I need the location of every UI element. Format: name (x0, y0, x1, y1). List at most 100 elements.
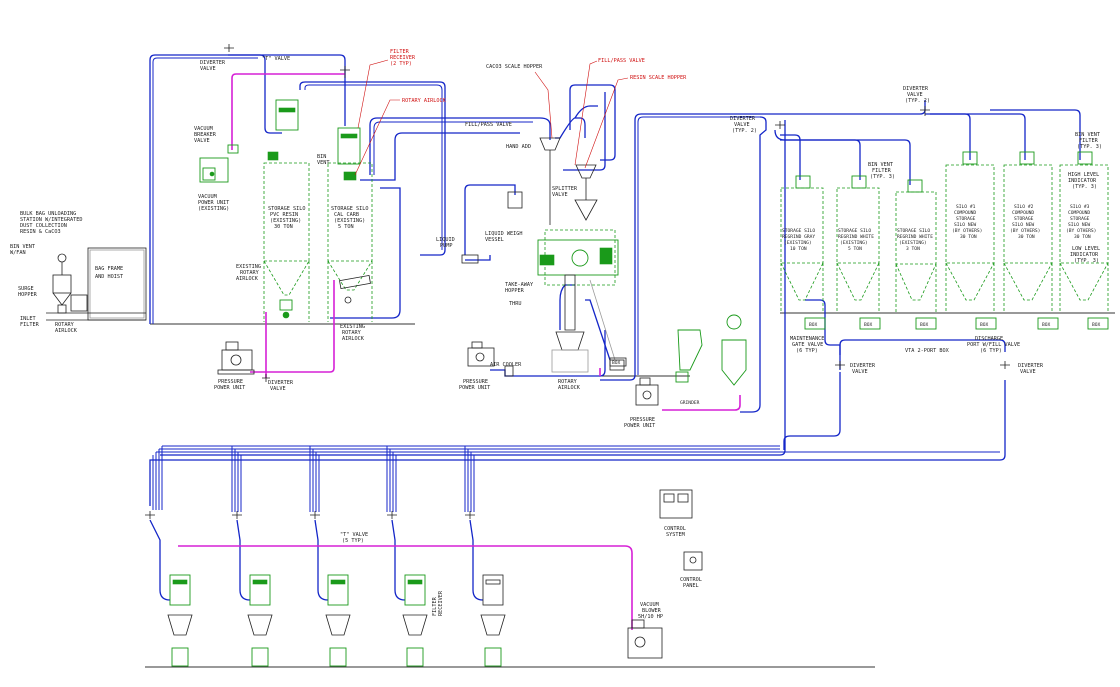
svg-text:DIVERTER: DIVERTER (730, 116, 756, 122)
grinder-area (635, 314, 747, 406)
drop-lines-station-4 (386, 446, 397, 512)
svg-text:THRU: THRU (509, 301, 522, 307)
svg-text:PRESSURE: PRESSURE (630, 417, 655, 423)
svg-text:RESIN SCALE HOPPER: RESIN SCALE HOPPER (630, 75, 687, 81)
svg-text:COMPOUND: COMPOUND (1012, 210, 1034, 216)
svg-text:VENT: VENT (317, 160, 330, 166)
callouts-left: FILTER RECEIVER (2 TYP) ROTARY AIRLOCK (354, 49, 447, 176)
svg-text:CONTROL: CONTROL (664, 526, 686, 532)
right-silos (780, 151, 1109, 330)
svg-text:RESIN & CaCO3: RESIN & CaCO3 (20, 229, 61, 235)
svg-text:(EXISTING): (EXISTING) (840, 240, 868, 246)
svg-text:30 TON: 30 TON (960, 234, 977, 240)
svg-text:FILL/PASS VALVE: FILL/PASS VALVE (598, 58, 645, 64)
svg-text:CAL CARB: CAL CARB (334, 212, 359, 218)
svg-text:GRINDER: GRINDER (680, 400, 700, 406)
svg-text:ROTARY: ROTARY (558, 379, 578, 385)
svg-text:ROTARY: ROTARY (55, 322, 75, 328)
vacuum-blower (627, 619, 663, 659)
svg-text:VACUUM: VACUUM (198, 194, 217, 200)
svg-text:BIN VENT: BIN VENT (868, 162, 893, 168)
svg-text:(BY OTHERS): (BY OTHERS) (1066, 228, 1096, 234)
svg-text:SPLITTER: SPLITTER (552, 186, 578, 192)
drop-lines-station-5 (464, 446, 475, 512)
svg-text:SILO #2: SILO #2 (1014, 204, 1034, 210)
svg-text:BIN VENT: BIN VENT (1075, 132, 1100, 138)
svg-text:HOPPER: HOPPER (505, 288, 525, 294)
svg-text:SILO NEW: SILO NEW (1012, 222, 1034, 228)
svg-text:(TYP. 3): (TYP. 3) (1077, 144, 1102, 150)
svg-text:VALVE: VALVE (734, 122, 750, 128)
svg-text:VALVE: VALVE (852, 369, 868, 375)
drop-lines-station-2 (231, 446, 242, 512)
box-labels: BOX BOX BOX BOX BOX BOX (809, 322, 1101, 328)
svg-text:CONTROL: CONTROL (680, 577, 702, 583)
svg-text:STORAGE: STORAGE (956, 216, 976, 222)
svg-text:COMPOUND: COMPOUND (1068, 210, 1090, 216)
svg-text:INDICATOR: INDICATOR (1068, 178, 1097, 184)
svg-text:PUMP: PUMP (440, 243, 453, 249)
bulk-bag-station (46, 247, 147, 321)
station-1 (167, 574, 193, 667)
svg-text:PANEL: PANEL (683, 583, 699, 589)
right-silo-labels: STORAGE SILO REGRIND GRAY (EXISTING) 10 … (730, 86, 1102, 375)
svg-text:POWER UNIT: POWER UNIT (459, 385, 490, 391)
svg-text:STORAGE: STORAGE (1070, 216, 1090, 222)
svg-text:HIGH LEVEL: HIGH LEVEL (1068, 172, 1099, 178)
svg-text:DIVERTER: DIVERTER (268, 380, 294, 386)
svg-text:BOX: BOX (920, 322, 929, 328)
svg-text:REGRIND WHITE: REGRIND WHITE (897, 234, 933, 240)
svg-text:W/FAN: W/FAN (10, 250, 26, 256)
svg-text:PRESSURE: PRESSURE (463, 379, 488, 385)
svg-text:POWER UNIT: POWER UNIT (214, 385, 245, 391)
svg-text:PRESSURE: PRESSURE (218, 379, 243, 385)
silo-pvc-resin (263, 99, 310, 322)
svg-text:ROTARY: ROTARY (240, 270, 260, 276)
svg-text:STORAGE SILO: STORAGE SILO (331, 206, 368, 212)
svg-text:SILO #3: SILO #3 (1070, 204, 1090, 210)
svg-text:(EXISTING): (EXISTING) (784, 240, 812, 246)
svg-text:(TYP. 3): (TYP. 3) (870, 174, 895, 180)
svg-text:BOX: BOX (1042, 322, 1051, 328)
svg-text:BREAKER: BREAKER (194, 132, 217, 138)
station-4 (402, 574, 428, 667)
svg-text:BOX: BOX (1092, 322, 1101, 328)
svg-text:(TYP. 3): (TYP. 3) (1072, 184, 1097, 190)
svg-text:3 TON: 3 TON (906, 246, 920, 252)
svg-text:STATION W/INTEGRATED: STATION W/INTEGRATED (20, 217, 82, 223)
svg-text:GATE VALVE: GATE VALVE (792, 342, 823, 348)
svg-text:DIVERTER: DIVERTER (200, 60, 226, 66)
svg-text:INLET: INLET (20, 316, 36, 322)
svg-text:ROTARY AIRLOCK: ROTARY AIRLOCK (402, 98, 447, 104)
svg-text:(TYP. 2): (TYP. 2) (732, 128, 757, 134)
conveying-lines (149, 54, 1081, 601)
station-2 (247, 574, 273, 667)
svg-text:CACO3 SCALE HOPPER: CACO3 SCALE HOPPER (486, 64, 543, 70)
svg-text:(6 TYP): (6 TYP) (796, 348, 818, 354)
svg-text:FILL/PASS VALVE: FILL/PASS VALVE (465, 122, 512, 128)
svg-text:INDICATOR: INDICATOR (1070, 252, 1099, 258)
svg-text:SYSTEM: SYSTEM (666, 532, 685, 538)
svg-text:VESSEL: VESSEL (485, 237, 504, 243)
svg-text:BLOWER: BLOWER (642, 608, 662, 614)
svg-text:5 TON: 5 TON (848, 246, 862, 252)
svg-text:STORAGE SILO: STORAGE SILO (838, 228, 871, 234)
grinder-labels: GRINDER PRESSURE POWER UNIT (624, 400, 700, 429)
svg-text:SILO NEW: SILO NEW (1068, 222, 1090, 228)
svg-text:STORAGE: STORAGE (1014, 216, 1034, 222)
svg-text:AIRLOCK: AIRLOCK (558, 385, 581, 391)
svg-text:30 TON: 30 TON (1018, 234, 1035, 240)
svg-text:BIN: BIN (317, 154, 326, 160)
svg-text:VTA 2-PORT BOX: VTA 2-PORT BOX (905, 348, 950, 354)
svg-text:10 TON: 10 TON (790, 246, 807, 252)
left-silo-labels: STORAGE SILO PVC RESIN (EXISTING) 30 TON… (200, 56, 368, 342)
svg-text:SILO NEW: SILO NEW (954, 222, 976, 228)
svg-text:STORAGE SILO: STORAGE SILO (897, 228, 930, 234)
station-3 (325, 574, 351, 667)
svg-text:POWER UNIT: POWER UNIT (624, 423, 655, 429)
svg-text:BOX: BOX (980, 322, 989, 328)
svg-text:(2 TYP): (2 TYP) (390, 61, 412, 67)
svg-text:BULK BAG UNLOADING: BULK BAG UNLOADING (20, 211, 76, 217)
vacuum-power-unit (199, 144, 239, 183)
svg-text:VACUUM: VACUUM (194, 126, 213, 132)
